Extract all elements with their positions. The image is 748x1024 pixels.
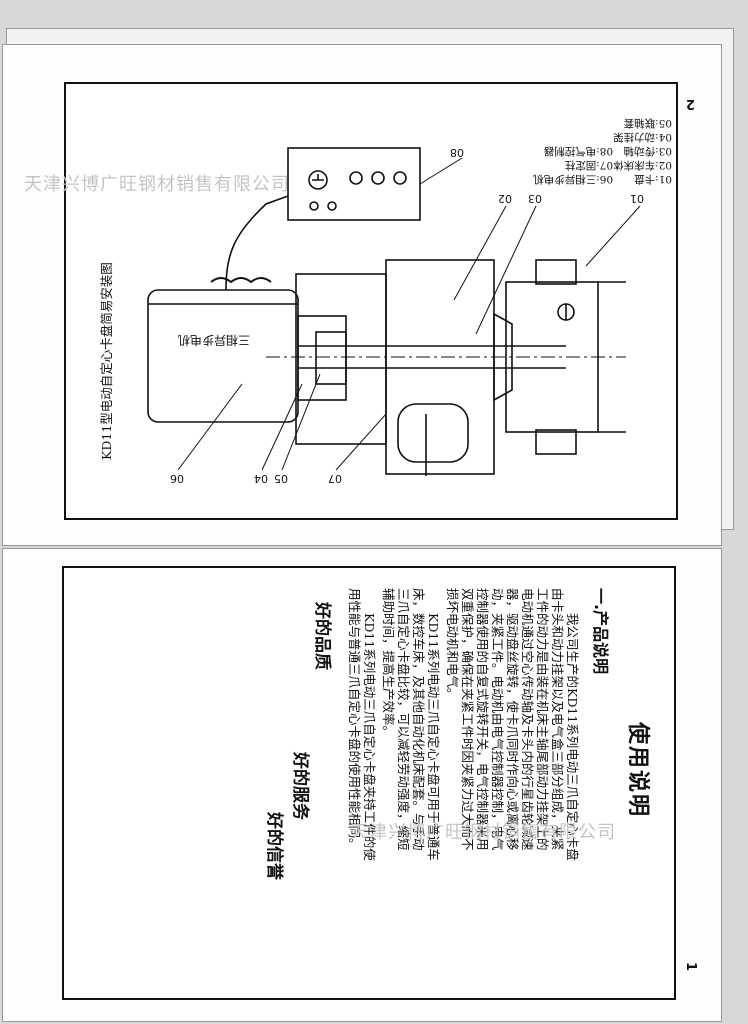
text-line: 辅助时间，提高生产效率。	[381, 588, 396, 739]
text-line: 控制器使用的自复式旋转开关，电气控制器采用	[475, 588, 490, 851]
text-line: 我公司生产的KD11系列电动三爪自定心卡盘	[565, 613, 580, 861]
callout-06: 06	[170, 472, 184, 485]
coupling	[297, 315, 347, 401]
legend-item: 05:联轴套	[623, 117, 672, 129]
text-line: 动，夹紧工件。电动机由电气控制器控制，电气	[490, 588, 505, 851]
legend-item: 01:卡盘	[634, 173, 672, 185]
callout-01: 01	[630, 192, 644, 205]
watermark: 天津兴博广旺钢材销售有限公司	[350, 822, 616, 843]
text-line: 由卡头和动力挂架以及电气盒三部分组成，夹紧	[550, 588, 565, 851]
watermark: 天津兴博广旺钢材销售有限公司	[24, 174, 290, 195]
power-bracket	[295, 273, 387, 445]
drawing-title: KD11型电动自定心卡盘简易安装图	[99, 262, 114, 460]
motor-label: 三相异步电机	[178, 333, 251, 347]
slogans: 好的品质 好的服务 好的信誉	[263, 582, 337, 982]
slogan-quality: 好的品质	[312, 602, 332, 670]
slogan-service: 好的服务	[290, 752, 310, 820]
text-line: KD11系列电动三爪自定心卡盘夹持工件的使	[362, 613, 377, 861]
text-line: 床，数控车床，及其他自动化机床配套。与手动	[411, 588, 426, 851]
section-heading: 一.产品说明	[591, 588, 610, 675]
callout-05: 05	[274, 472, 288, 485]
legend-item: 06:三相异步电机	[533, 173, 614, 185]
callout-03: 03	[528, 192, 542, 205]
cable	[225, 195, 289, 291]
legend-item: 04:动力挂架	[613, 131, 672, 143]
lathe-bed	[385, 259, 495, 475]
legend-item: 03:传动轴	[623, 145, 672, 157]
chuck-body	[505, 281, 599, 433]
callout-04: 04	[254, 472, 268, 485]
instructions-frame: 使用说明 一.产品说明 我公司生产的KD11系列电动三爪自定心卡盘 由卡头和动力…	[62, 566, 676, 1000]
cable-coil	[210, 277, 272, 284]
text-line: 用性能与普通三爪自定心卡盘的使用性能相同。	[347, 588, 362, 851]
page-number-2: 2	[686, 96, 696, 111]
text-line: 三爪自定心卡盘比较，可以减轻劳动强度，缩短	[396, 588, 411, 851]
text-line: 工件的动力是由装在机床主轴尾部动力挂架上的	[535, 588, 550, 851]
text-line: KD11系列电动三爪自定心卡盘可用于普通车	[426, 613, 441, 861]
paragraph-3: KD11系列电动三爪自定心卡盘夹持工件的使 用性能与普通三爪自定心卡盘的使用性能…	[347, 582, 377, 982]
installation-drawing-frame: KD11型电动自定心卡盘简易安装图 三相异步电机 01:卡盘 06:三相异步电机…	[64, 82, 678, 520]
page-title: 使用说明	[625, 722, 650, 819]
part-legend: 01:卡盘 06:三相异步电机 02:车床床体 07:固定柱 03:传动轴 08…	[496, 88, 672, 186]
text-line: 双重保护，确保在夹紧工件时因夹紧力过大而不	[460, 588, 475, 851]
callout-02: 02	[498, 192, 512, 205]
instructions-content: 使用说明 一.产品说明 我公司生产的KD11系列电动三爪自定心卡盘 由卡头和动力…	[74, 582, 666, 982]
paragraph-1: 我公司生产的KD11系列电动三爪自定心卡盘 由卡头和动力挂架以及电气盒三部分组成…	[445, 582, 580, 982]
legend-item: 07:固定柱	[564, 159, 614, 171]
text-line: 电动机通过空心传动轴及卡头内的行星齿轮减速	[520, 588, 535, 851]
legend-item: 02:车床床体	[613, 159, 672, 171]
slogan-reputation: 好的信誉	[264, 812, 284, 880]
callout-07: 07	[328, 472, 342, 485]
text-line: 损坏电动机和电气。	[445, 588, 460, 701]
text-line: 器，驱动盘丝旋转，使卡爪同时作向心或离心移	[505, 588, 520, 851]
callout-08: 08	[450, 146, 464, 159]
page-number-1: 1	[683, 962, 698, 972]
installation-drawing	[147, 147, 641, 476]
motor-body	[147, 289, 299, 423]
paragraph-2: KD11系列电动三爪自定心卡盘可用于普通车 床，数控车床，及其他自动化机床配套。…	[381, 582, 441, 982]
legend-item: 08:电气控制器	[543, 145, 614, 157]
